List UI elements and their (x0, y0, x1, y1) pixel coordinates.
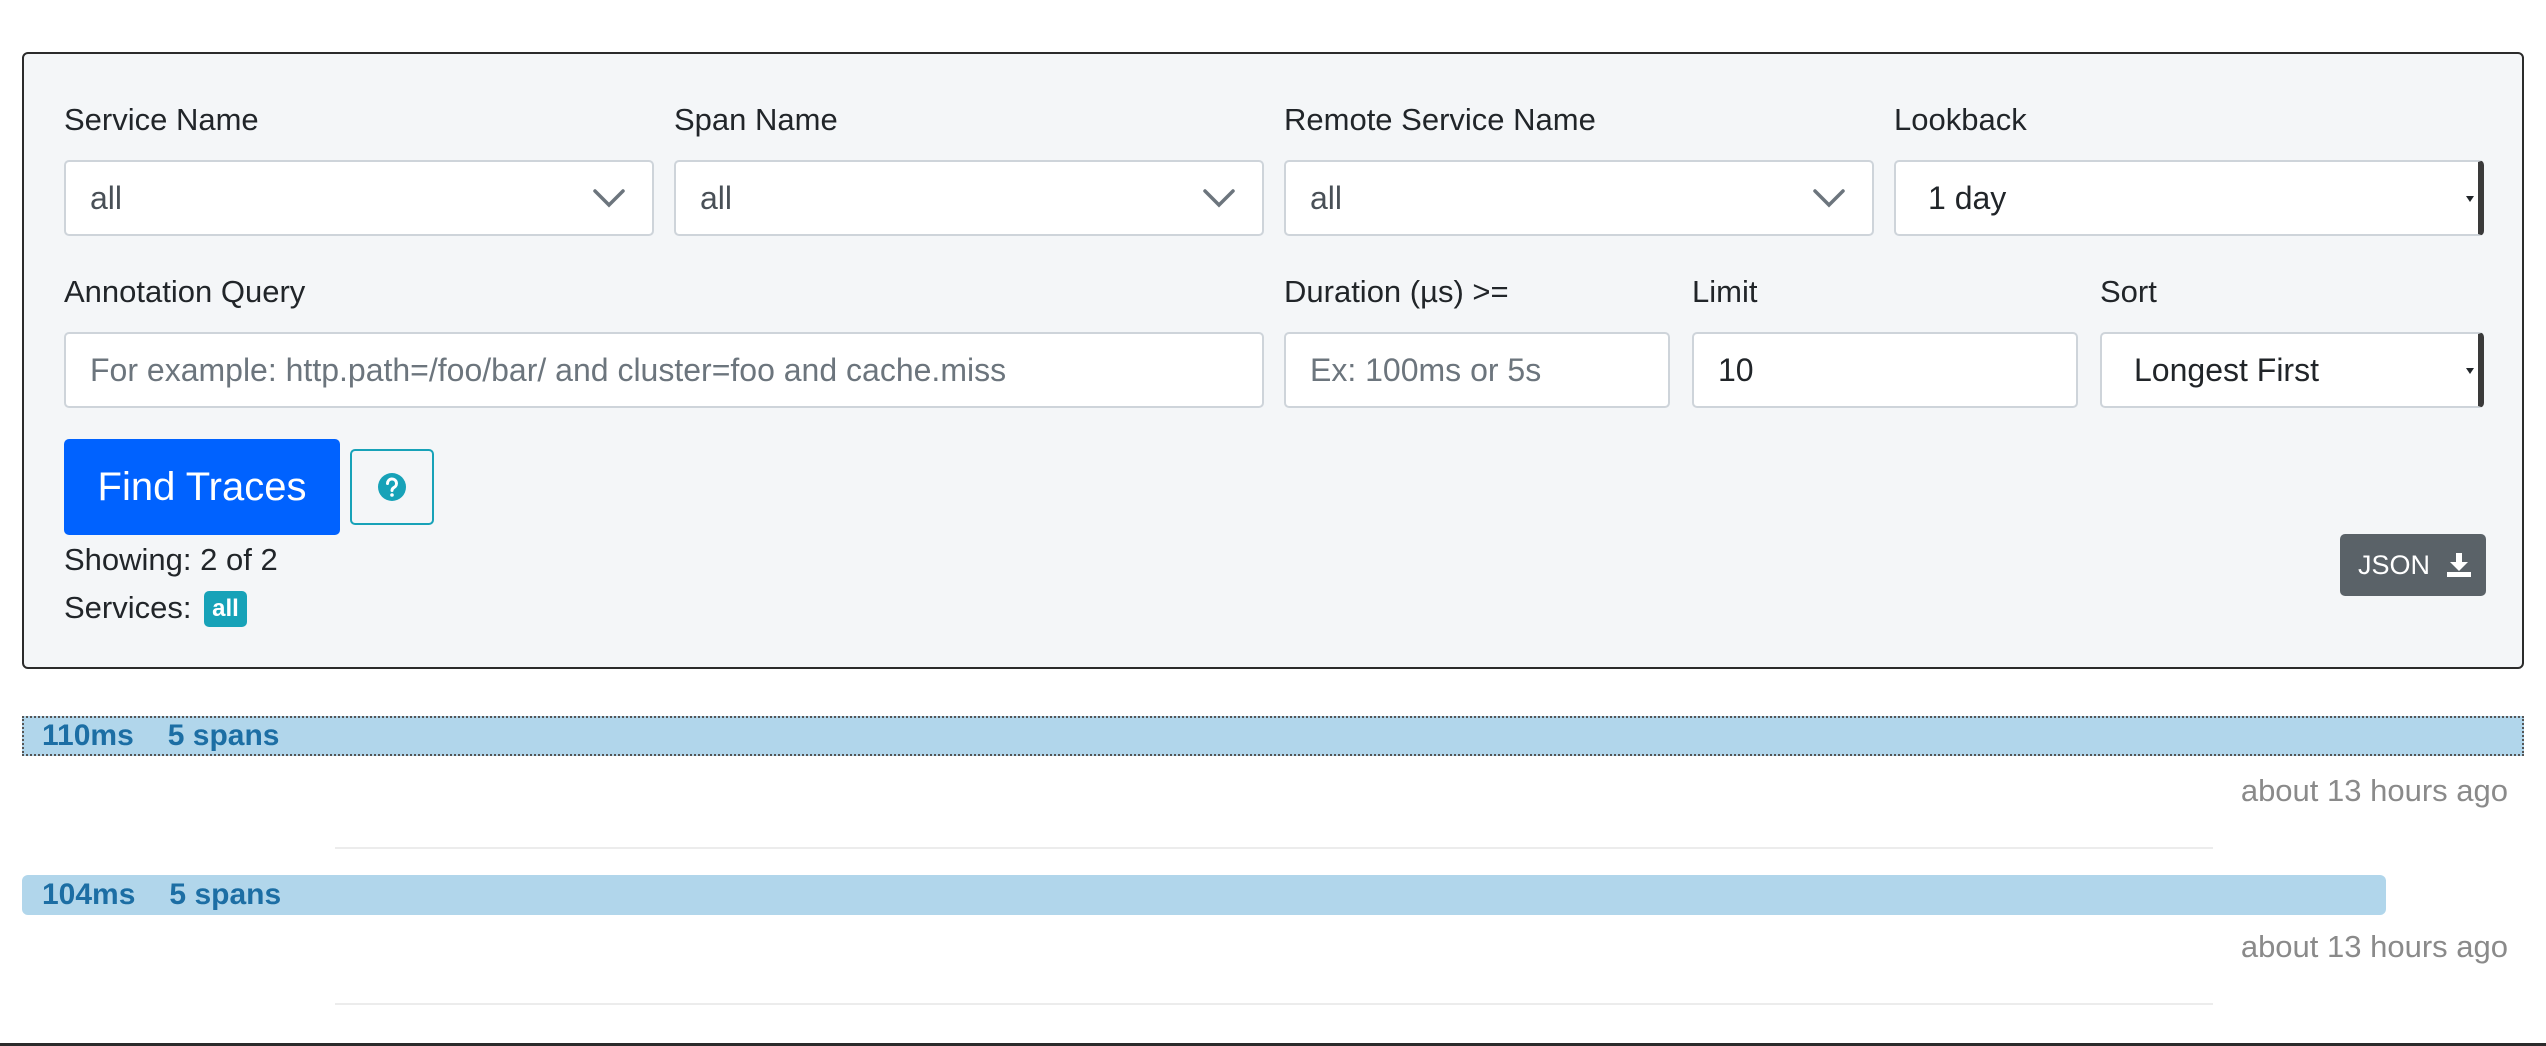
lookback-select[interactable]: 1 day (1894, 160, 2484, 236)
duration-input[interactable]: Ex: 100ms or 5s (1284, 332, 1670, 408)
service-name-label: Service Name (64, 102, 259, 137)
trace-span-count: 5 spans (167, 719, 280, 752)
annotation-query-input[interactable]: For example: http.path=/foo/bar/ and clu… (64, 332, 1264, 408)
chevron-down-icon (1813, 189, 1845, 208)
search-panel: Service Name all Span Name all Remote Se… (22, 52, 2524, 669)
dropdown-arrow-icon (2466, 196, 2474, 202)
span-name-select[interactable]: all (674, 160, 1264, 236)
service-name-value: all (90, 180, 123, 216)
trace-duration: 110ms (42, 719, 134, 752)
duration-placeholder: Ex: 100ms or 5s (1310, 352, 1542, 388)
annotation-query-label: Annotation Query (64, 274, 306, 309)
sort-label: Sort (2100, 274, 2157, 309)
trace-divider (335, 847, 2213, 849)
remote-service-name-label: Remote Service Name (1284, 102, 1596, 137)
remote-service-name-select[interactable]: all (1284, 160, 1874, 236)
limit-label: Limit (1692, 274, 1758, 309)
span-name-value: all (700, 180, 733, 216)
chevron-down-icon (1203, 189, 1235, 208)
trace-divider (335, 1003, 2213, 1005)
find-traces-button[interactable]: Find Traces (64, 439, 340, 535)
limit-value: 10 (1718, 352, 1754, 388)
service-badge[interactable]: all (204, 591, 247, 627)
sort-value: Longest First (2134, 352, 2319, 388)
trace-row-bar[interactable]: 110ms 5 spans (22, 716, 2524, 756)
trace-duration: 104ms (42, 878, 136, 911)
results-count: Showing: 2 of 2 (64, 542, 278, 577)
json-download-button[interactable]: JSON (2340, 534, 2486, 596)
dropdown-arrow-icon (2466, 368, 2474, 374)
trace-time-ago: about 13 hours ago (2240, 773, 2508, 808)
annotation-query-placeholder: For example: http.path=/foo/bar/ and clu… (90, 352, 1007, 388)
trace-time-ago: about 13 hours ago (2240, 929, 2508, 964)
service-name-select[interactable]: all (64, 160, 654, 236)
remote-service-name-value: all (1310, 180, 1343, 216)
trace-row-bar[interactable]: 104ms 5 spans (22, 875, 2386, 915)
services-label: Services: (64, 590, 192, 625)
bottom-border (0, 1043, 2546, 1046)
json-button-label: JSON (2358, 550, 2431, 580)
download-icon (2447, 553, 2471, 577)
help-button[interactable] (350, 449, 434, 525)
lookback-label: Lookback (1894, 102, 2027, 137)
limit-input[interactable]: 10 (1692, 332, 2078, 408)
services-line: Services: all (64, 590, 247, 627)
span-name-label: Span Name (674, 102, 838, 137)
sort-select[interactable]: Longest First (2100, 332, 2484, 408)
chevron-down-icon (593, 189, 625, 208)
lookback-value: 1 day (1928, 180, 2007, 216)
duration-label: Duration (µs) >= (1284, 274, 1509, 309)
question-circle-icon (378, 473, 406, 501)
trace-span-count: 5 spans (169, 878, 282, 911)
